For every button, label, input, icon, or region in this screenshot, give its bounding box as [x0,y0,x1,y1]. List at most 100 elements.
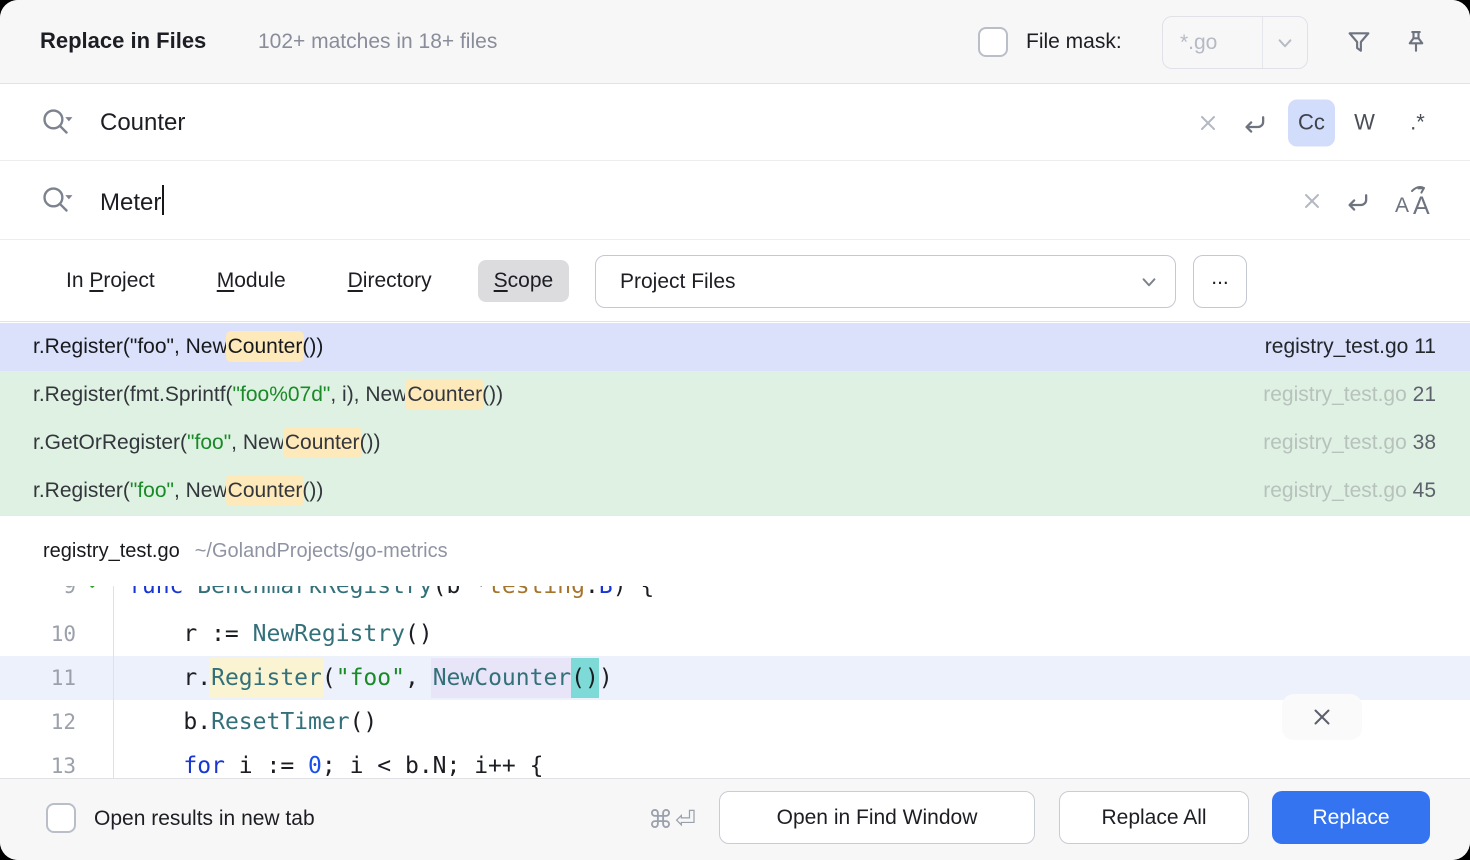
regex-toggle[interactable]: .* [1410,109,1425,135]
result-row[interactable]: r.GetOrRegister("foo", NewCounter()) reg… [0,419,1470,467]
scope-selector[interactable]: Project Files [595,255,1176,308]
open-in-find-window-button[interactable]: Open in Find Window [719,791,1035,844]
code-segment: b. [128,709,212,735]
results-list: r.Register("foo", NewCounter()) registry… [0,323,1470,515]
editor-line[interactable]: 10 r := NewRegistry() [0,612,1470,656]
code-segment: Register [209,658,324,698]
replace-field-icon[interactable] [38,182,76,220]
code-segment: r.Register("foo", New [33,335,228,358]
code-segment: ()) [302,335,324,358]
tab-scope[interactable]: Scope [477,260,570,302]
scope-row: In Project Module Directory Scope Projec… [0,241,1470,322]
code-segment: ()) [359,431,381,454]
tab-module[interactable]: Module [216,269,286,292]
match-summary: 102+ matches in 18+ files [258,30,498,53]
clear-search-icon[interactable] [1194,109,1222,137]
editor-line-current[interactable]: 11 r.Register("foo", NewCounter()) [0,656,1470,700]
code-segment: "foo" [335,665,405,691]
code-segment: r.Register(fmt.Sprintf( [33,383,233,406]
code-segment: Counter [282,427,362,458]
svg-text:A: A [1413,192,1430,220]
result-code: r.GetOrRegister("foo", NewCounter()) [33,427,1263,458]
tab-in-project[interactable]: In Project [66,269,155,292]
search-query: Counter [100,108,186,136]
result-row[interactable]: r.Register("foo", NewCounter()) registry… [0,323,1470,371]
code-segment: B [598,586,613,599]
result-location: registry_test.go 21 [1263,383,1436,406]
code-segment: () [571,658,599,698]
text-caret [162,184,165,215]
code-segment: ResetTimer [211,709,350,735]
replace-button[interactable]: Replace [1272,791,1430,844]
result-row[interactable]: r.Register(fmt.Sprintf("foo%07d", i), Ne… [0,371,1470,419]
file-mask-checkbox[interactable] [978,27,1008,57]
line-number: 13 [50,754,76,778]
code-segment: . [584,586,599,599]
code-line: func BenchmarkRegistry(b *testing.B) { [128,586,654,608]
divider [0,515,1470,516]
more-scopes-button[interactable]: ... [1193,255,1247,308]
line-number: 10 [50,622,76,646]
file-mask-label: File mask: [1026,30,1122,53]
dialog-header: Replace in Files 102+ matches in 18+ fil… [0,0,1470,84]
code-segment: i := [224,753,309,778]
code-segment: (b * [432,586,489,599]
code-segment: , New [231,431,285,454]
code-preview-editor[interactable]: 9 func BenchmarkRegistry(b *testing.B) {… [0,586,1470,778]
code-segment: ; i < b.N; i++ { [321,753,544,778]
chevron-down-icon[interactable] [1263,30,1307,56]
code-segment: , i), New [330,383,408,406]
search-input[interactable]: Counter [100,109,185,137]
code-segment: () [349,709,378,735]
filter-icon[interactable] [1341,24,1377,60]
tab-directory[interactable]: Directory [347,269,432,292]
result-location: registry_test.go 11 [1264,335,1436,358]
cmd-enter-shortcut: ⌘⏎ [648,805,698,834]
code-line: b.ResetTimer() [128,700,377,744]
replace-all-button[interactable]: Replace All [1059,791,1249,844]
match-case-toggle[interactable]: Cc [1288,99,1335,146]
code-segment: ()) [482,383,504,406]
code-segment: ()) [302,479,324,502]
code-segment: func [128,586,198,599]
code-line: r.Register("foo", NewCounter()) [128,656,613,700]
clear-replace-icon[interactable] [1298,187,1326,215]
result-location: registry_test.go 45 [1263,479,1436,502]
dialog-title: Replace in Files [40,28,207,53]
file-mask-combobox[interactable]: *.go [1162,16,1308,69]
scope-selector-value: Project Files [620,269,736,293]
new-line-icon[interactable] [1340,184,1374,218]
editor-line[interactable]: 12 b.ResetTimer() [0,700,1470,744]
preview-file-path: ~/GolandProjects/go-metrics [194,539,448,562]
svg-text:A: A [1395,194,1409,217]
new-line-icon[interactable] [1237,106,1271,140]
combobox-divider [1262,17,1263,68]
open-results-checkbox[interactable] [46,803,76,833]
code-line: r := NewRegistry() [128,612,432,656]
close-preview-button[interactable] [1282,694,1362,740]
code-segment: ( [321,665,336,691]
file-mask-value: *.go [1180,30,1218,54]
code-segment: 0 [308,753,322,778]
code-segment: "foo" [187,431,232,454]
replace-value: Meter [100,188,162,216]
code-segment: "foo" [129,479,174,502]
code-segment: Counter [225,475,305,506]
replace-input[interactable]: Meter [100,184,165,217]
code-segment: Counter [225,331,305,362]
code-segment: NewRegistry [252,621,405,647]
editor-line[interactable]: 13 for i := 0; i < b.N; i++ { [0,744,1470,778]
run-test-icon[interactable] [82,586,108,594]
result-code: r.Register("foo", NewCounter()) [33,475,1263,506]
line-number: 11 [50,666,76,690]
code-segment: r.GetOrRegister( [33,431,188,454]
whole-words-toggle[interactable]: W [1354,109,1375,135]
pin-icon[interactable] [1398,24,1434,60]
editor-line[interactable]: 9 func BenchmarkRegistry(b *testing.B) { [0,586,1470,608]
code-segment: BenchmarkRegistry [197,586,433,599]
result-row[interactable]: r.Register("foo", NewCounter()) registry… [0,467,1470,515]
search-icon[interactable] [38,104,76,142]
